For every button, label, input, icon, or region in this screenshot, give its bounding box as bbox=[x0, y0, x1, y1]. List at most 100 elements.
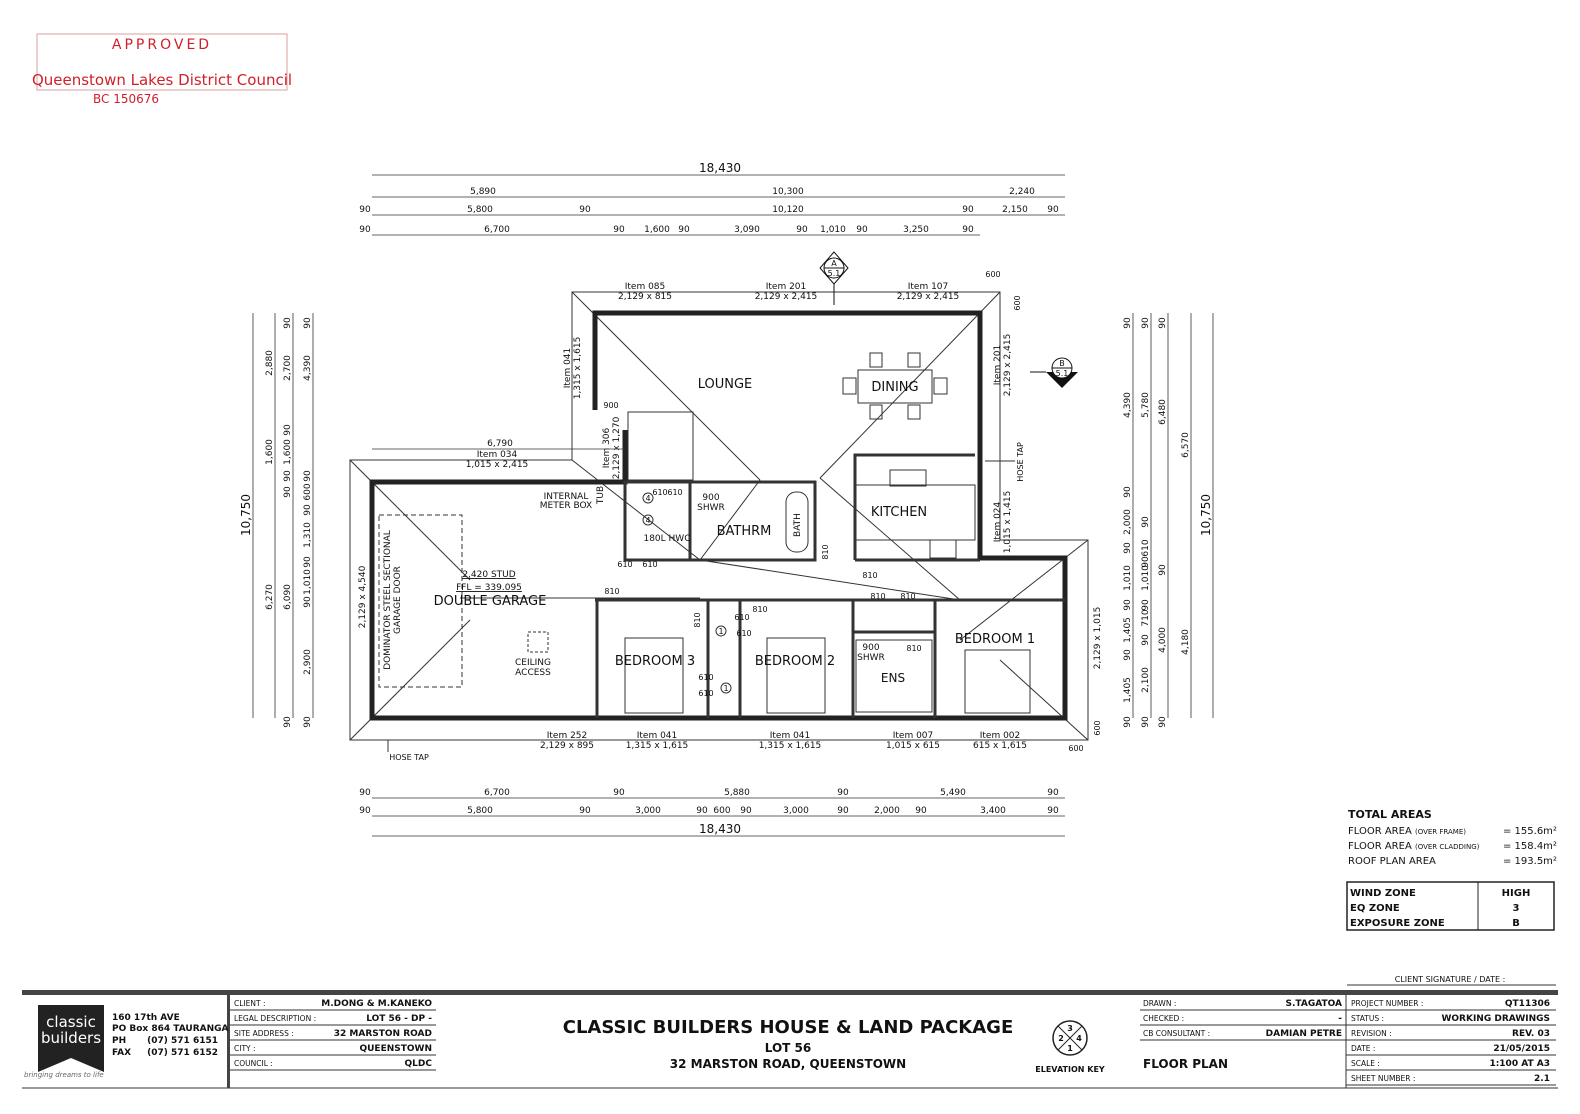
section-b-sheet: 5.1 bbox=[1056, 369, 1069, 378]
dim-right-row3: 90 bbox=[1158, 317, 1168, 329]
area-qualifier: (OVER CLADDING) bbox=[1415, 843, 1480, 851]
external-walls bbox=[369, 310, 1068, 721]
dim-top-row3: 90 bbox=[962, 225, 974, 235]
door-width-label: 810 bbox=[752, 605, 767, 614]
hose-tap-side: HOSE TAP bbox=[1016, 442, 1025, 482]
dim-top-row3: 3,250 bbox=[903, 225, 929, 235]
zone-label: WIND ZONE bbox=[1350, 888, 1416, 899]
dim-right-row2: 5,780 bbox=[1141, 392, 1151, 418]
client-field-label: CLIENT : bbox=[234, 999, 265, 1008]
dim-top-row2: 90 bbox=[1047, 205, 1059, 215]
floor-level: FFL = 339.095 bbox=[456, 583, 522, 593]
dim-bottom-row2: 3,400 bbox=[980, 806, 1006, 816]
zone-label: EQ ZONE bbox=[1350, 903, 1400, 914]
approval-stamp: APPROVED Queenstown Lakes District Counc… bbox=[32, 33, 292, 106]
room-dining: DINING bbox=[871, 380, 918, 395]
dim-right-row2: 90 bbox=[1141, 556, 1151, 568]
dim-top-row3: 90 bbox=[856, 225, 868, 235]
door-width-label: 810 bbox=[900, 592, 915, 601]
bed-bedroom3 bbox=[624, 637, 684, 714]
stamp-consent-number: BC 150676 bbox=[93, 92, 159, 106]
dim-top-row2: 90 bbox=[579, 205, 591, 215]
ceiling-access-line1: CEILING bbox=[515, 658, 551, 668]
dim-right-row2: 90 bbox=[1141, 634, 1151, 646]
staff-field-label: DRAWN : bbox=[1143, 999, 1176, 1008]
area-value: = 155.6m² bbox=[1503, 826, 1557, 837]
eave-width-label: 600 bbox=[1093, 720, 1102, 735]
room-bedroom-1: BEDROOM 1 bbox=[955, 632, 1035, 647]
dim-left-row3: 600 bbox=[303, 483, 313, 500]
garage-wall-dimension: 6,790 bbox=[487, 439, 513, 449]
project-field-label: DATE : bbox=[1351, 1044, 1375, 1053]
dim-right-row1: 4,390 bbox=[1123, 392, 1133, 418]
room-lounge: LOUNGE bbox=[698, 377, 753, 392]
dim-bottom-row1: 90 bbox=[359, 788, 371, 798]
dim-right-row2: 1,010 bbox=[1141, 565, 1151, 591]
linen-marker: 4 bbox=[645, 494, 650, 503]
dim-right-row3: 4,000 bbox=[1158, 627, 1168, 653]
wardrobe-marker: 1 bbox=[723, 684, 728, 693]
window-item-number: Item 041 bbox=[563, 348, 573, 389]
window-item-number: Item 201 bbox=[993, 345, 1003, 386]
dim-left-row3: 4,390 bbox=[303, 355, 313, 381]
dim-bottom-row2: 90 bbox=[1047, 806, 1059, 816]
dim-right-row1: 90 bbox=[1123, 649, 1133, 661]
dim-top-row3: 6,700 bbox=[484, 225, 510, 235]
address-po: PO Box 864 TAURANGA bbox=[112, 1024, 229, 1034]
wardrobe-marker: 1 bbox=[718, 627, 723, 636]
dim-top-row3: 90 bbox=[613, 225, 625, 235]
dim-top-row3: 90 bbox=[359, 225, 371, 235]
hose-tap-front: HOSE TAP bbox=[389, 753, 429, 762]
area-label: FLOOR AREA (OVER CLADDING) bbox=[1348, 841, 1480, 852]
section-b-letter: B bbox=[1059, 359, 1065, 368]
dim-right-row4: 6,570 bbox=[1181, 432, 1191, 458]
shower-label: SHWR bbox=[697, 503, 725, 513]
project-field-label: SHEET NUMBER : bbox=[1351, 1074, 1415, 1083]
logo-tagline: bringing dreams to life bbox=[24, 1071, 104, 1079]
window-size: 1,315 x 1,615 bbox=[626, 741, 689, 751]
ensuite-shower-label: SHWR bbox=[857, 653, 885, 663]
meter-box-line2: METER BOX bbox=[540, 501, 592, 511]
dim-right-row2: 2,100 bbox=[1141, 667, 1151, 693]
client-field-label: COUNCIL : bbox=[234, 1059, 273, 1068]
linen-marker: 4 bbox=[645, 516, 650, 525]
dim-right-row2: 90 bbox=[1141, 599, 1151, 611]
elevation-key-label: ELEVATION KEY bbox=[1035, 1065, 1105, 1074]
area-qualifier: (OVER FRAME) bbox=[1415, 828, 1466, 836]
window-size: 1,315 x 1,615 bbox=[573, 337, 583, 400]
door-width-label: 610 bbox=[617, 560, 632, 569]
sheet-title: FLOOR PLAN bbox=[1143, 1057, 1228, 1071]
dim-right-row1: 90 bbox=[1123, 486, 1133, 498]
staff-field-value: - bbox=[1338, 1014, 1342, 1024]
plan-notes: 900 SHWR 900 SHWR 180L HWC INTERNAL METE… bbox=[383, 442, 1025, 762]
window-size: 2,129 x 1,270 bbox=[612, 416, 622, 479]
window-size: 1,315 x 1,615 bbox=[759, 741, 822, 751]
dim-right-row2: 90 bbox=[1141, 317, 1151, 329]
area-label: ROOF PLAN AREA bbox=[1348, 856, 1436, 867]
client-field-value: QUEENSTOWN bbox=[359, 1044, 432, 1054]
stamp-border bbox=[36, 33, 288, 91]
section-marker-a: A 5.1 bbox=[819, 251, 849, 305]
phone-label: PH bbox=[112, 1036, 126, 1046]
garage-door-swing bbox=[378, 514, 463, 688]
project-address: 32 MARSTON ROAD, QUEENSTOWN bbox=[670, 1057, 906, 1071]
overall-width-bottom: 18,430 bbox=[699, 822, 741, 836]
dim-left-row3: 90 bbox=[303, 317, 313, 329]
staff-field-label: CB CONSULTANT : bbox=[1143, 1029, 1210, 1038]
dim-bottom-row2: 3,000 bbox=[783, 806, 809, 816]
ceiling-access-hatch bbox=[527, 631, 549, 653]
room-bedroom-2: BEDROOM 2 bbox=[755, 654, 835, 669]
window-item-number: Item 007 bbox=[893, 731, 934, 741]
bed-bedroom2 bbox=[766, 637, 826, 714]
dim-right-row3: 90 bbox=[1158, 564, 1168, 576]
project-lot: LOT 56 bbox=[765, 1041, 811, 1055]
stamp-council: Queenstown Lakes District Council bbox=[32, 71, 292, 89]
dining-table bbox=[857, 369, 933, 404]
eave-width-label: 600 bbox=[985, 270, 1000, 279]
zone-label: EXPOSURE ZONE bbox=[1350, 918, 1445, 929]
dim-top-row3: 1,010 bbox=[820, 225, 846, 235]
client-field-label: SITE ADDRESS : bbox=[234, 1029, 294, 1038]
dim-right-row1: 90 bbox=[1123, 317, 1133, 329]
